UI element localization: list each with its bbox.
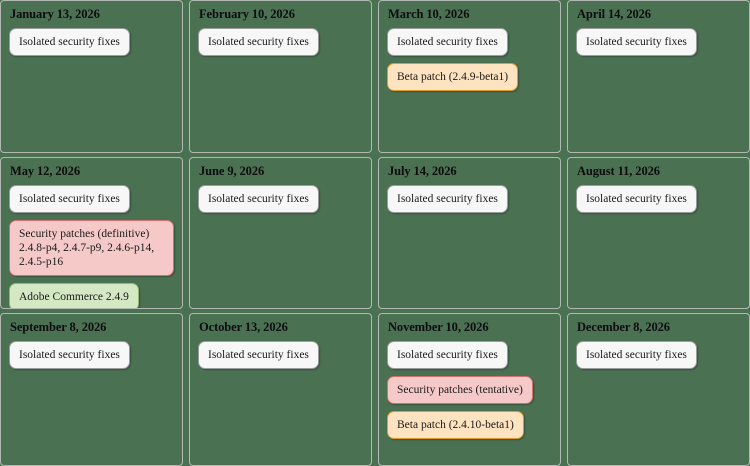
event-badge-label: Isolated security fixes: [19, 36, 120, 48]
event-badge-label: Isolated security fixes: [19, 192, 120, 205]
event-badge-default[interactable]: Isolated security fixes: [9, 341, 130, 370]
event-badge-label: Isolated security fixes: [397, 192, 498, 205]
event-badge-label: Beta patch (2.4.10-beta1): [397, 419, 514, 432]
event-badge-label: Isolated security fixes: [397, 349, 498, 362]
event-badge-security[interactable]: Security patches (tentative): [387, 376, 533, 405]
month-date-label: July 14, 2026: [388, 163, 457, 178]
event-badge-label: Beta patch (2.4.9-beta1): [397, 71, 509, 84]
event-badge-label: Isolated security fixes: [208, 192, 309, 205]
event-badge-label: Isolated security fixes: [208, 349, 309, 362]
event-badge-default[interactable]: Isolated security fixes: [198, 28, 319, 57]
event-badge-label: Isolated security fixes: [586, 192, 687, 205]
event-badge-line: 2.4.8-p4, 2.4.7-p9, 2.4.6-p14, 2.4.5-p16: [19, 241, 155, 268]
event-badge-beta[interactable]: Beta patch (2.4.9-beta1): [387, 63, 519, 92]
month-date-label: October 13, 2026: [199, 320, 288, 335]
event-badge-default[interactable]: Isolated security fixes: [576, 28, 697, 57]
event-badge-default[interactable]: Isolated security fixes: [576, 341, 697, 370]
month-date-label: March 10, 2026: [388, 7, 470, 21]
event-badge-release[interactable]: Adobe Commerce 2.4.9: [9, 282, 139, 309]
event-badge-default[interactable]: Isolated security fixes: [9, 184, 130, 213]
event-badge-label: Adobe Commerce 2.4.9: [19, 290, 129, 303]
event-badge-label: Isolated security fixes: [208, 36, 309, 48]
month-date-label: June 9, 2026: [199, 163, 265, 178]
month-date-label: August 11, 2026: [577, 163, 660, 178]
month-date-label: February 10, 2026: [199, 7, 295, 21]
event-badge-default[interactable]: Isolated security fixes: [387, 341, 508, 370]
event-badge-beta[interactable]: Beta patch (2.4.10-beta1): [387, 411, 524, 440]
event-badge-line: Security patches (definitive): [19, 227, 150, 240]
month-date-label: September 8, 2026: [10, 320, 107, 335]
event-badge-label: Security patches (tentative): [397, 384, 523, 397]
month-date-label: May 12, 2026: [10, 163, 80, 178]
event-badge-default[interactable]: Isolated security fixes: [9, 28, 130, 57]
event-badge-label: Isolated security fixes: [397, 36, 498, 48]
event-badge-label: Isolated security fixes: [586, 349, 687, 362]
month-date-label: January 13, 2026: [10, 7, 100, 21]
month-date-label: November 10, 2026: [388, 320, 489, 335]
event-badge-default[interactable]: Isolated security fixes: [387, 184, 508, 213]
event-badge-default[interactable]: Isolated security fixes: [198, 341, 319, 370]
event-badge-default[interactable]: Isolated security fixes: [198, 184, 319, 213]
event-badge-security[interactable]: Security patches (definitive)2.4.8-p4, 2…: [9, 219, 174, 276]
month-date-label: December 8, 2026: [577, 320, 670, 335]
event-badge-label: Isolated security fixes: [19, 349, 120, 362]
month-date-label: April 14, 2026: [577, 7, 651, 21]
event-badge-label: Isolated security fixes: [586, 36, 687, 48]
event-badge-default[interactable]: Isolated security fixes: [387, 28, 508, 57]
event-badge-default[interactable]: Isolated security fixes: [576, 184, 697, 213]
